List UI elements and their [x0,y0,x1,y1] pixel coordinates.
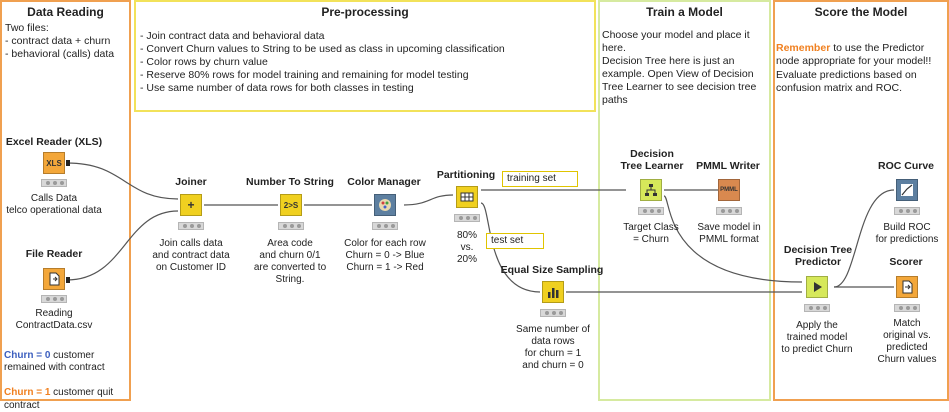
status-lights [716,207,742,215]
wire-predictor-roc [833,189,895,288]
partitioning-desc: 80% vs. 20% [456,230,477,265]
section-data-reading: Data Reading [0,0,131,401]
partition-glyph [460,192,474,202]
section-score-model: Score the Model [773,0,949,401]
preprocessing-note: - Join contract data and behavioral data… [140,30,505,94]
tree-predictor-icon[interactable] [806,276,828,298]
score-note-2: Evaluate predictions based on confusion … [776,69,917,94]
section-title: Score the Model [814,5,908,19]
scorer-title: Scorer [889,256,923,268]
tree-glyph [645,184,657,196]
file-reader-title: File Reader [25,248,83,260]
training-set-label: training set [502,171,578,187]
score-note: Remember to use the Predictor node appro… [776,29,946,68]
section-preprocessing: Pre-processing [134,0,596,112]
status-lights [540,309,566,317]
joiner-icon[interactable]: + [180,194,202,216]
status-lights [894,207,920,215]
color-manager-title: Color Manager [347,176,421,188]
sampling-icon[interactable] [542,281,564,303]
number-to-string-title: Number To String [246,176,334,188]
equal-size-sampling-title: Equal Size Sampling [500,264,604,276]
dt-predictor-desc: Apply the trained model to predict Churn [781,320,853,355]
section-title: Train a Model [646,5,723,19]
churn0-text: customer remained with contract [4,349,105,374]
section-title: Pre-processing [321,5,409,19]
scorer-glyph [902,280,913,294]
palette-icon[interactable] [374,194,396,216]
scorer-icon[interactable] [896,276,918,298]
number-to-string-desc: Area code and churn 0/1 are converted to… [253,238,327,285]
roc-curve-desc: Build ROC for predictions [875,222,939,245]
equal-size-sampling-desc: Same number of data rows for churn = 1 a… [516,324,590,371]
status-lights [41,295,67,303]
excel-reader-title: Excel Reader (XLS) [5,136,103,148]
pmml-writer-desc: Save model in PMML format [697,222,761,245]
scorer-desc: Match original vs. predicted Churn value… [877,318,937,365]
roc-curve-title: ROC Curve [877,160,934,172]
color-manager-desc: Color for each row Churn = 0 -> Blue Chu… [344,238,426,273]
status-lights [638,207,664,215]
partition-icon[interactable] [456,186,478,208]
file-reader-desc: Reading ContractData.csv [15,308,93,331]
wire-color-partition [403,194,454,206]
wire-learner-predictor [663,195,803,283]
data-reading-note: Two files: - contract data + churn - beh… [5,22,115,60]
churn1-key: Churn = 1 [4,387,51,398]
bars-glyph [548,288,559,298]
wire-excel-joiner [66,162,179,200]
status-lights [178,222,204,230]
score-note-rest: to use the Predictor node appropriate fo… [776,42,932,67]
pmml-writer-icon[interactable]: PMML [718,179,740,201]
dt-learner-title: Decision Tree Learner [620,148,684,172]
status-lights [454,214,480,222]
palette-glyph [379,199,391,211]
status-lights [278,222,304,230]
joiner-desc: Join calls data and contract data on Cus… [152,238,230,273]
status-lights [894,304,920,312]
output-port[interactable] [66,277,70,283]
remember-highlight: Remember [776,42,831,54]
status-lights [41,179,67,187]
file-reader-icon[interactable] [43,268,65,290]
train-note: Choose your model and place it here. Dec… [602,29,757,106]
section-title: Data Reading [27,5,104,19]
dt-predictor-title: Decision Tree Predictor [783,244,853,268]
partitioning-title: Partitioning [436,169,496,181]
joiner-title: Joiner [175,176,207,188]
number-to-string-icon[interactable]: 2>S [280,194,302,216]
pmml-writer-title: PMML Writer [696,160,760,172]
excel-reader-desc: Calls Data telco operational data [6,193,102,216]
section-train-model: Train a Model [598,0,771,401]
test-set-label: test set [486,233,544,249]
churn0-key: Churn = 0 [4,349,51,361]
connection-wires [66,162,895,293]
wire-file-joiner [66,210,179,281]
roc-glyph [901,184,913,196]
output-port[interactable] [66,160,70,166]
status-lights [804,304,830,312]
document-arrow-glyph [49,272,60,286]
tree-learner-icon[interactable] [640,179,662,201]
xls-reader-icon[interactable]: XLS [43,152,65,174]
roc-chart-icon[interactable] [896,179,918,201]
play-glyph [814,282,822,292]
status-lights [372,222,398,230]
dt-learner-desc: Target Class = Churn [623,222,679,245]
